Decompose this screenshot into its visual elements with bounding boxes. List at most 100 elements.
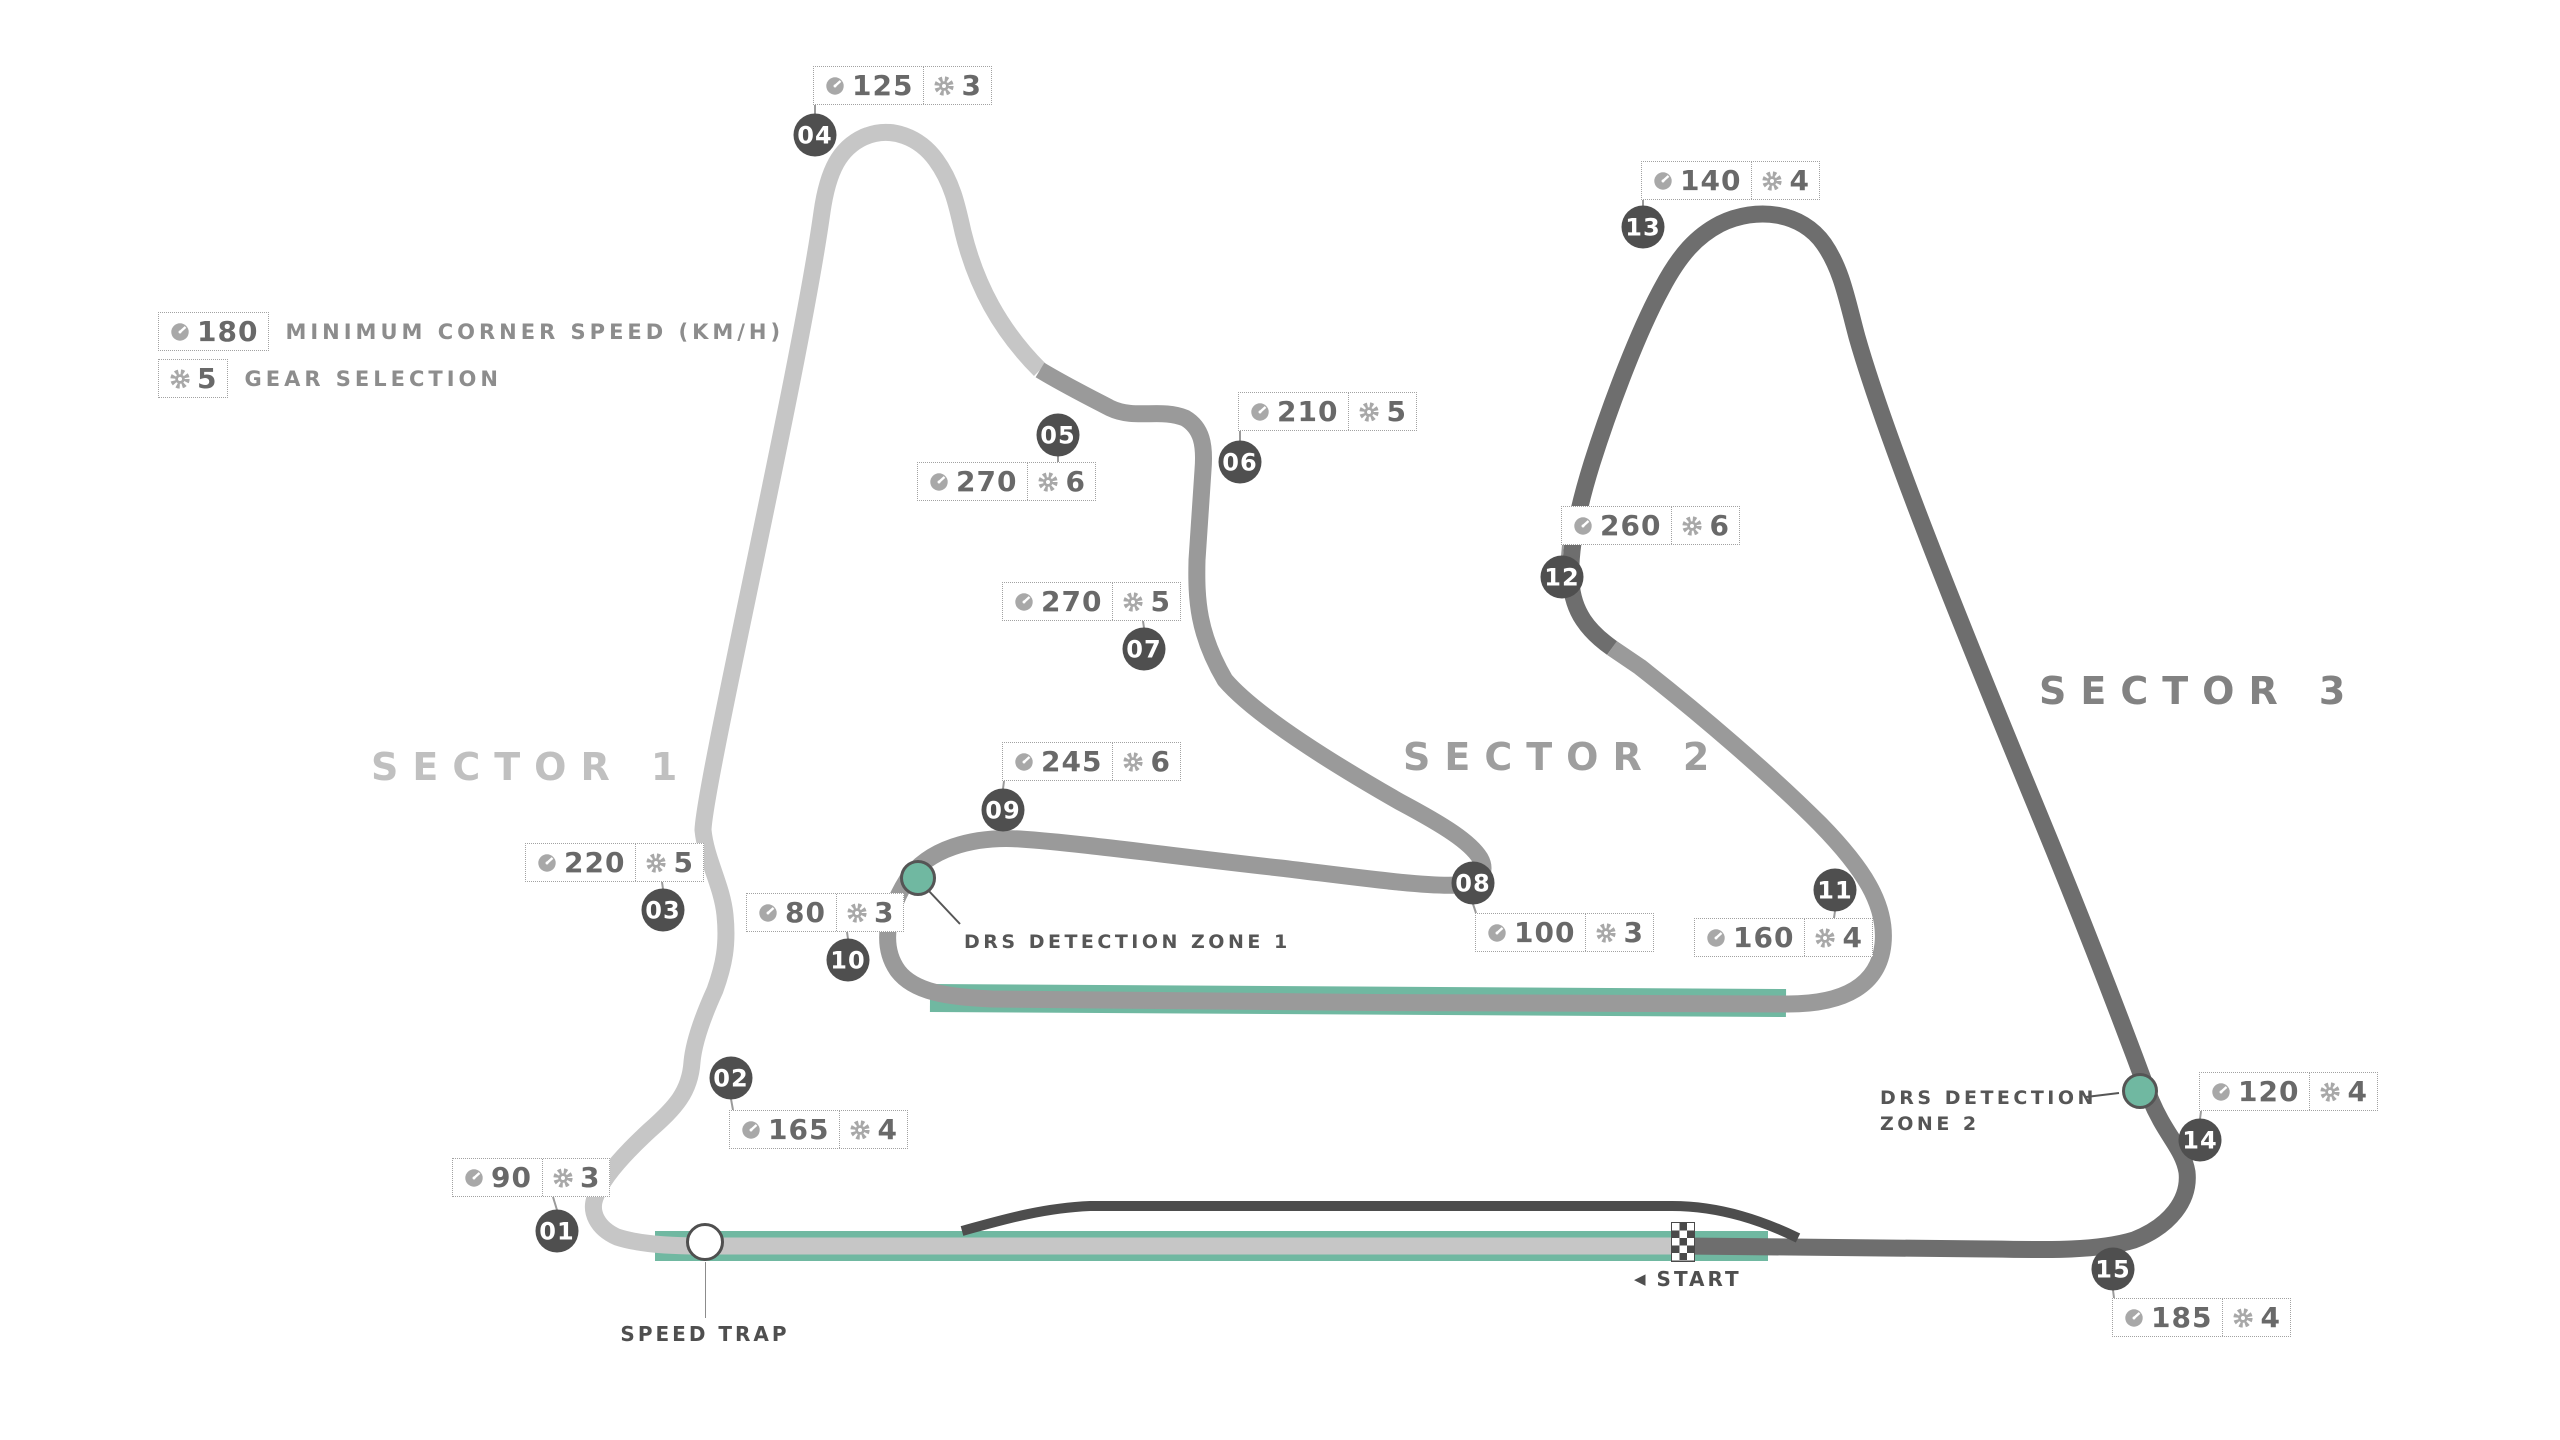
speedometer-icon: [171, 322, 189, 341]
corner-speed-gear-box-01: 90 3: [452, 1158, 611, 1197]
corner-marker-12: 12: [1540, 555, 1584, 599]
drs-label-line: ZONE 2: [1880, 1113, 1980, 1135]
corner-marker-15: 15: [2091, 1247, 2135, 1291]
corner-speed-cell: 165: [730, 1111, 839, 1148]
corner-gear-value: 4: [877, 1112, 898, 1146]
corner-marker-04: 04: [793, 113, 837, 157]
drs-detection-zone-1-dot: [900, 860, 936, 896]
drs-label-line: DRS DETECTION ZONE 1: [964, 931, 1291, 953]
corner-speed-value: 125: [852, 68, 914, 102]
speed-trap-leader-line: [705, 1262, 706, 1318]
speedometer-icon: [1015, 592, 1033, 611]
gear-icon: [1762, 170, 1783, 191]
corner-03-connector-line: [661, 881, 664, 890]
corner-07-connector-line: [1142, 620, 1145, 629]
corner-speed-cell: 160: [1695, 919, 1804, 956]
sector-label-3: SECTOR 3: [2039, 669, 2360, 713]
corner-speed-cell: 260: [1562, 507, 1671, 544]
corner-09-connector-line: [1002, 780, 1005, 790]
legend-row-gear: 5 GEAR SELECTION: [158, 359, 784, 398]
speedometer-icon: [2125, 1308, 2143, 1327]
corner-speed-cell: 220: [526, 844, 635, 881]
corner-speed-value: 185: [2151, 1300, 2213, 1334]
legend-gear-value: 5: [197, 361, 218, 395]
gear-icon: [1815, 927, 1836, 948]
legend-gear-label: GEAR SELECTION: [244, 366, 502, 391]
corner-01-connector-line: [552, 1196, 558, 1211]
corner-10-connector-line: [846, 931, 849, 940]
start-label: ◀ START: [1634, 1267, 1742, 1291]
corner-gear-value: 3: [873, 895, 895, 929]
drs-detection-zone-1-label: DRS DETECTION ZONE 1: [964, 929, 1291, 955]
drs-label-line: DRS DETECTION: [1880, 1087, 2097, 1109]
corner-08-connector-line: [1472, 903, 1477, 914]
speedometer-icon: [1015, 752, 1033, 771]
drs-detection-zone-2-leader-line: [2085, 1092, 2120, 1098]
corner-marker-13: 13: [1621, 205, 1665, 249]
gear-icon: [1038, 471, 1059, 492]
corner-speed-gear-box-03: 220 5: [525, 843, 704, 882]
gear-icon: [646, 852, 667, 873]
drs-detection-zone-1-leader-line: [926, 888, 961, 925]
legend-speed-label: MINIMUM CORNER SPEED (KM/H): [285, 319, 785, 344]
speedometer-icon: [930, 472, 948, 491]
corner-gear-cell: 5: [635, 844, 702, 881]
corner-speed-value: 90: [491, 1160, 532, 1194]
gear-icon: [1359, 401, 1380, 422]
corner-speed-value: 245: [1041, 744, 1103, 778]
speedometer-icon: [538, 853, 556, 872]
corner-speed-cell: 210: [1239, 393, 1348, 430]
corner-speed-value: 160: [1733, 920, 1795, 954]
corner-speed-gear-box-06: 210 5: [1238, 392, 1417, 431]
corner-marker-10: 10: [826, 938, 870, 982]
corner-speed-cell: 125: [814, 67, 923, 104]
corner-speed-value: 140: [1680, 163, 1742, 197]
speed-trap-label: SPEED TRAP: [620, 1322, 790, 1346]
corner-speed-gear-box-04: 125 3: [813, 66, 992, 105]
speed-trap-marker: [686, 1223, 724, 1261]
sector-label-2: SECTOR 2: [1403, 735, 1724, 779]
corner-gear-value: 3: [579, 1160, 601, 1194]
legend-speed-box: 180: [158, 312, 270, 351]
corner-marker-11: 11: [1813, 868, 1857, 912]
start-direction-arrow-icon: ◀: [1634, 1270, 1649, 1288]
corner-speed-value: 220: [564, 845, 626, 879]
legend-row-speed: 180 MINIMUM CORNER SPEED (KM/H): [158, 312, 784, 351]
corner-speed-value: 210: [1277, 394, 1339, 428]
track-sector-3-path: [1562, 205, 2196, 1259]
corner-gear-value: 3: [1623, 915, 1644, 949]
corner-gear-cell: 3: [541, 1159, 609, 1196]
gear-icon: [1596, 922, 1617, 943]
sector-label-1: SECTOR 1: [371, 745, 692, 789]
gear-icon: [1123, 751, 1144, 772]
corner-gear-cell: 4: [2309, 1073, 2376, 1110]
gear-icon: [850, 1119, 871, 1140]
corner-gear-cell: 3: [923, 67, 990, 104]
corner-15-connector-line: [2112, 1289, 2115, 1299]
corner-speed-value: 260: [1600, 508, 1662, 542]
corner-gear-cell: 6: [1671, 507, 1738, 544]
corner-gear-value: 6: [1709, 508, 1730, 542]
corner-gear-value: 4: [2260, 1300, 2281, 1334]
speedometer-icon: [465, 1168, 483, 1187]
gear-icon: [1682, 515, 1703, 536]
corner-gear-value: 4: [2347, 1074, 2368, 1108]
gear-icon: [170, 368, 190, 389]
gear-icon: [2233, 1307, 2254, 1328]
drs-detection-zone-2-dot: [2122, 1073, 2158, 1109]
corner-gear-value: 4: [1842, 920, 1863, 954]
speedometer-icon: [759, 903, 777, 922]
gear-icon: [1123, 591, 1144, 612]
corner-gear-value: 5: [1386, 394, 1407, 428]
corner-speed-gear-box-12: 260 6: [1561, 506, 1740, 545]
gear-icon: [934, 75, 955, 96]
corner-gear-cell: 6: [1027, 463, 1094, 500]
corner-marker-05: 05: [1036, 413, 1080, 457]
corner-speed-cell: 90: [453, 1159, 542, 1196]
